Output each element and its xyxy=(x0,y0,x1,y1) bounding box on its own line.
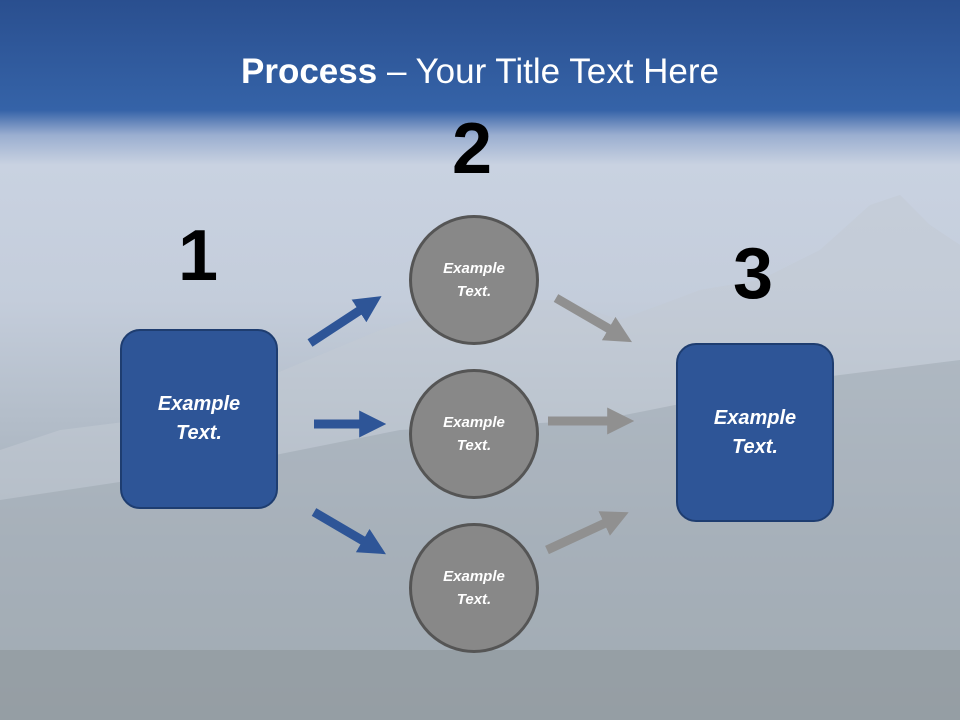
right-box-line2: Text. xyxy=(732,435,778,458)
arrow-bottom-to-right xyxy=(545,511,629,555)
circle-top-line1: Example xyxy=(443,260,505,277)
left-box-line1: Example xyxy=(157,393,241,415)
circle-top: Example Text. xyxy=(409,215,539,345)
circle-middle-line2: Text. xyxy=(456,437,492,454)
step-number-2: 2 xyxy=(451,109,493,189)
circle-bottom-line1: Example xyxy=(443,568,505,585)
slide-title: Process – Your Title Text Here xyxy=(0,52,960,92)
step-number-3: 3 xyxy=(732,234,774,314)
arrow-top-to-right xyxy=(553,294,633,343)
left-step-box: Example Text. xyxy=(120,329,278,509)
arrow-left-to-bottom xyxy=(311,508,386,555)
arrow-left-to-top xyxy=(307,296,382,347)
circle-bottom-line2: Text. xyxy=(456,591,492,608)
title-rest: – Your Title Text Here xyxy=(377,52,719,91)
circle-top-line2: Text. xyxy=(456,283,492,300)
title-bold: Process xyxy=(241,52,378,91)
right-box-line1: Example xyxy=(713,406,797,429)
circle-middle-line1: Example xyxy=(443,414,505,431)
circle-middle: Example Text. xyxy=(409,369,539,499)
circle-bottom: Example Text. xyxy=(409,523,539,653)
right-step-box: Example Text. xyxy=(676,343,834,522)
left-box-line2: Text. xyxy=(176,422,222,444)
step-number-1: 1 xyxy=(177,216,219,296)
